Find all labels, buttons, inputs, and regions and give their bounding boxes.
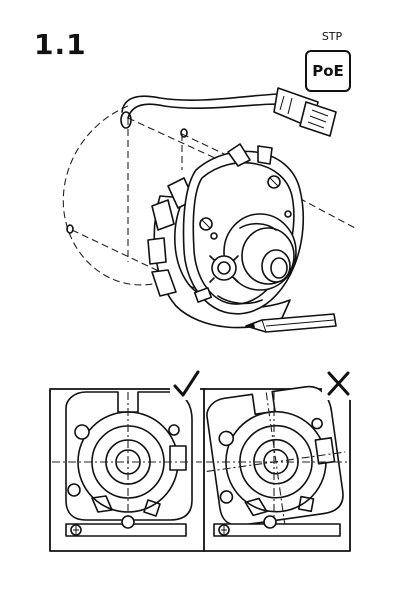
incorrect-label-strip [214,524,340,536]
incorrect-panel [197,383,355,539]
network-cable-icon [122,88,336,136]
wall-hole-2 [67,225,73,233]
wall-hole-1 [181,129,187,137]
dome-camera-icon [148,144,303,328]
focus-gear [212,256,236,280]
correct-panel [52,392,202,536]
